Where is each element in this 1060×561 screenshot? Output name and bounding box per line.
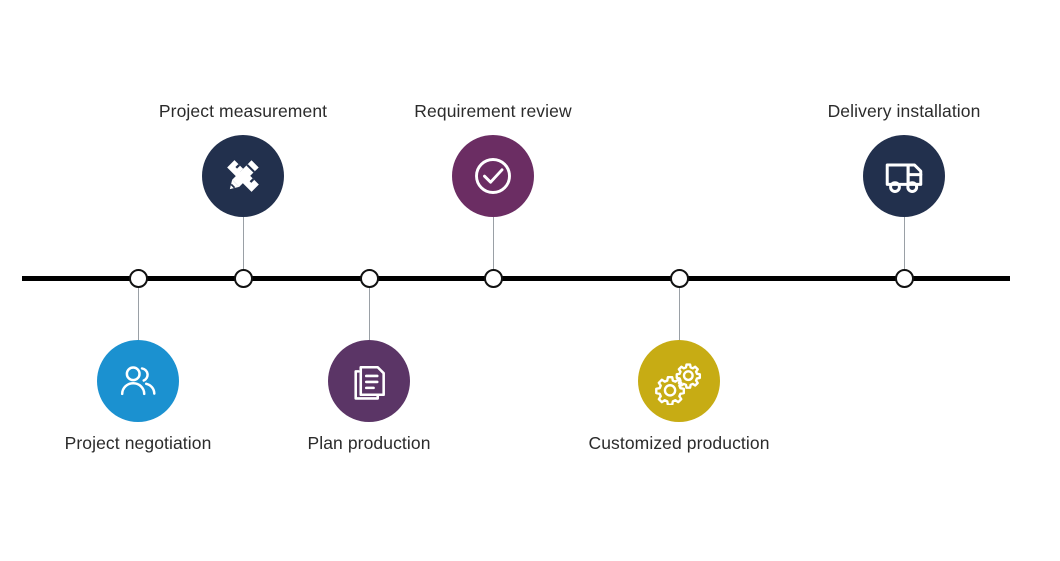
document-pages-icon <box>347 359 391 403</box>
step-label-project-measurement: Project measurement <box>158 101 328 121</box>
ruler-pencil-icon <box>220 153 266 199</box>
step-label-plan-production: Plan production <box>307 433 431 453</box>
timeline-node-plan-production[interactable] <box>359 269 379 288</box>
connector-stem-requirement-review <box>493 208 494 278</box>
step-label-delivery-installation: Delivery installation <box>827 101 981 121</box>
gears-icon <box>655 357 703 405</box>
connector-stem-plan-production <box>369 280 370 350</box>
connector-stem-delivery-installation <box>904 208 905 278</box>
connector-stem-project-measurement <box>243 208 244 278</box>
timeline-node-project-measurement[interactable] <box>233 269 253 288</box>
step-icon-bubble-plan-production[interactable] <box>328 340 410 422</box>
timeline-node-delivery-installation[interactable] <box>894 269 914 288</box>
delivery-truck-icon <box>881 153 927 199</box>
step-label-project-negotiation: Project negotiation <box>64 433 212 453</box>
step-icon-bubble-requirement-review[interactable] <box>452 135 534 217</box>
step-icon-bubble-project-negotiation[interactable] <box>97 340 179 422</box>
step-label-requirement-review: Requirement review <box>414 101 572 121</box>
check-circle-icon <box>469 152 517 200</box>
timeline-node-requirement-review[interactable] <box>483 269 503 288</box>
timeline-node-project-negotiation[interactable] <box>128 269 148 288</box>
step-icon-bubble-delivery-installation[interactable] <box>863 135 945 217</box>
connector-stem-customized-production <box>679 280 680 350</box>
timeline-node-customized-production[interactable] <box>669 269 689 288</box>
users-icon <box>115 358 161 404</box>
step-icon-bubble-customized-production[interactable] <box>638 340 720 422</box>
step-icon-bubble-project-measurement[interactable] <box>202 135 284 217</box>
timeline-axis <box>22 276 1010 281</box>
connector-stem-project-negotiation <box>138 280 139 350</box>
step-label-customized-production: Customized production <box>588 433 770 453</box>
